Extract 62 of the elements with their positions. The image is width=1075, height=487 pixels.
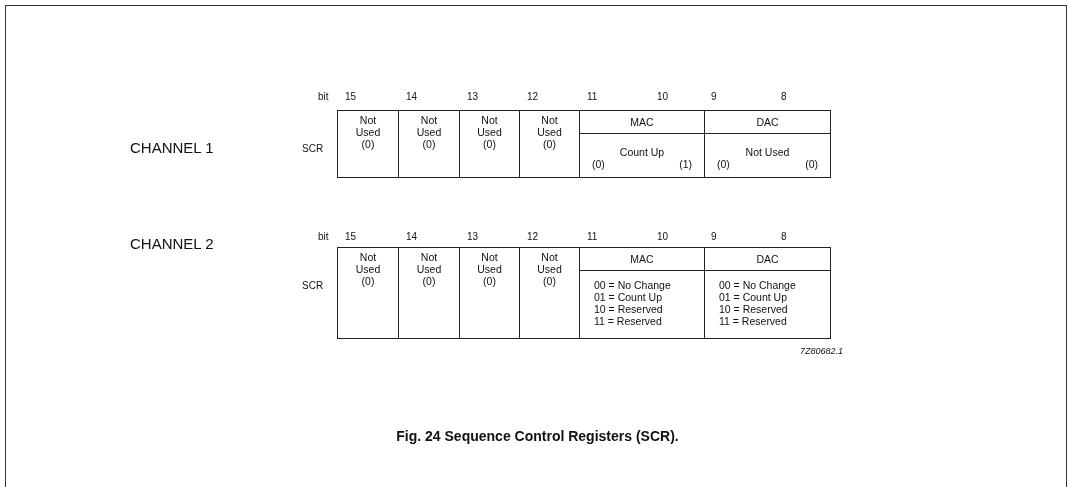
register-field — [704, 133, 831, 178]
bit-number: 8 — [781, 231, 787, 243]
figure-code: 7Z80682.1 — [800, 345, 844, 357]
register-name: SCR — [302, 143, 324, 155]
channel-label: CHANNEL 1 — [130, 139, 214, 157]
value-definition: 10 = Reserved — [719, 303, 788, 315]
register-field — [704, 270, 831, 339]
register-field — [398, 247, 460, 339]
bit-number: 11 — [587, 91, 598, 103]
field-name: MAC — [630, 253, 654, 265]
value-definition: 10 = Reserved — [594, 303, 663, 315]
bit-number: 13 — [467, 231, 479, 243]
field-value: Not Used — [745, 146, 790, 158]
bit-number: 12 — [527, 91, 539, 103]
register-field — [337, 110, 399, 178]
bit-value: (0) — [805, 158, 818, 170]
field-name: MAC — [630, 116, 654, 128]
value-definition: 11 = Reserved — [719, 315, 787, 327]
field-value: Not Used (0) — [354, 114, 382, 150]
bit-number: 9 — [711, 231, 717, 243]
bit-number: 15 — [345, 91, 357, 103]
channel-label: CHANNEL 2 — [130, 235, 214, 253]
value-definition: 00 = No Change — [594, 279, 671, 291]
bit-value: (0) — [717, 158, 730, 170]
bit-number: 10 — [657, 231, 669, 243]
value-definition: 01 = Count Up — [719, 291, 787, 303]
bit-number: 8 — [781, 91, 787, 103]
field-name: DAC — [756, 253, 779, 265]
bit-number: 14 — [406, 91, 418, 103]
caption: Fig. 24 Sequence Control Registers (SCR). — [395, 428, 680, 444]
bit-number: 14 — [406, 231, 418, 243]
bit-number: 10 — [657, 91, 669, 103]
field-value: Not Used (0) — [536, 114, 563, 150]
bit-value: (0) — [592, 158, 605, 170]
field-value: Not Used (0) — [536, 251, 563, 287]
bit-number: 13 — [467, 91, 479, 103]
register-name: SCR — [302, 280, 324, 292]
register-field — [459, 247, 520, 339]
value-definition: 11 = Reserved — [594, 315, 662, 327]
register-field-header — [704, 110, 831, 134]
value-definition: 01 = Count Up — [594, 291, 662, 303]
bit-label: bit — [318, 91, 329, 103]
bit-label: bit — [318, 231, 329, 243]
register-field — [519, 247, 580, 339]
bit-number: 15 — [345, 231, 357, 243]
field-value: Not Used (0) — [476, 251, 503, 287]
field-value: Count Up — [619, 146, 665, 158]
field-name: DAC — [756, 116, 779, 128]
field-value: Not Used (0) — [415, 114, 443, 150]
value-definition: 00 = No Change — [719, 279, 796, 291]
bit-number: 9 — [711, 91, 717, 103]
field-value: Not Used (0) — [415, 251, 443, 287]
field-value: Not Used (0) — [476, 114, 503, 150]
register-field — [519, 110, 580, 178]
bit-number: 11 — [587, 231, 598, 243]
field-value: Not Used (0) — [354, 251, 382, 287]
register-field — [337, 247, 399, 339]
register-field — [459, 110, 520, 178]
bit-number: 12 — [527, 231, 539, 243]
register-field-header — [704, 247, 831, 271]
bit-value: (1) — [679, 158, 692, 170]
register-field — [398, 110, 460, 178]
